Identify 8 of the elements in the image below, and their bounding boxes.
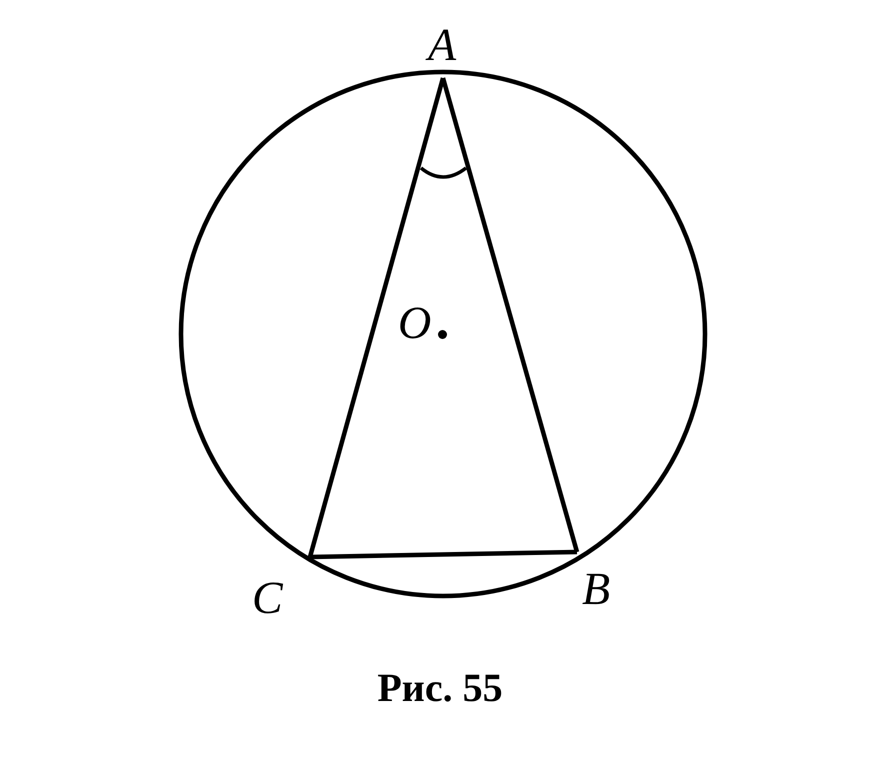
point-label: B [582,566,610,612]
point-label: C [252,575,283,621]
figure-caption: Рис. 55 [377,665,503,710]
point-label: O [398,300,432,346]
triangle-side [440,77,580,553]
point-label: A [428,22,456,68]
triangle-side [308,77,446,558]
triangle-side [310,550,578,560]
